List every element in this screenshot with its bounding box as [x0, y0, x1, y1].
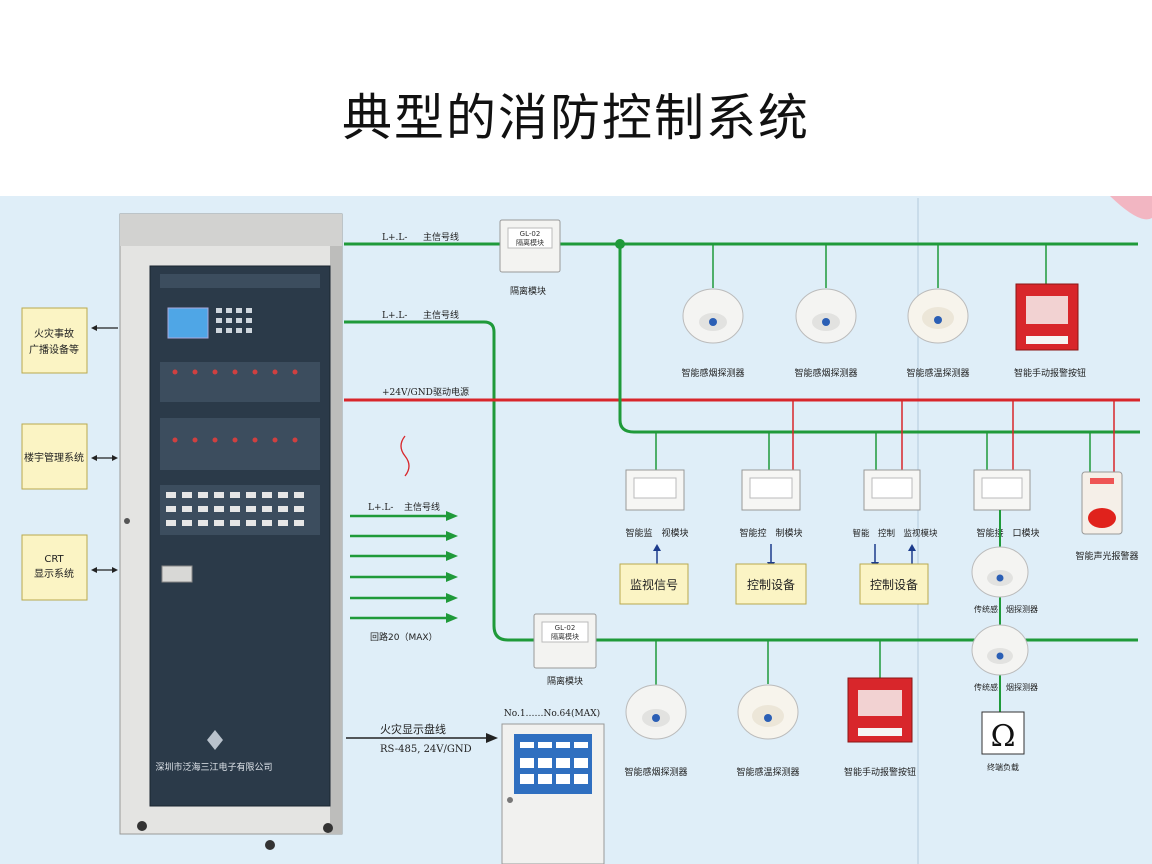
control-module-1: 智能控 制模块 [739, 470, 802, 569]
smoke-detector-bottom: 智能感烟探测器 [624, 685, 687, 778]
manual-alarm-button-top: 智能手动报警按钮 [1014, 284, 1086, 379]
svg-text:智能监 视模块: 智能监 视模块 [625, 527, 688, 539]
svg-text:隔离模块: 隔离模块 [516, 238, 544, 247]
svg-text:智能感温探测器: 智能感温探测器 [906, 367, 969, 379]
control-device-box-1: 控制设备 [736, 564, 806, 604]
svg-text:隔离模块: 隔离模块 [551, 632, 579, 641]
loop-count: 回路20（MAX） [370, 631, 438, 643]
loop-code: L+.L- [368, 503, 393, 513]
svg-text:智能接 口模块: 智能接 口模块 [976, 527, 1039, 539]
svg-text:传统感 烟探测器: 传统感 烟探测器 [974, 682, 1038, 692]
terminal-load: Ω 终端负载 [982, 712, 1024, 772]
main-signal-bus-1: L+.L- 主信号线 [344, 231, 1138, 244]
isolator-label-bottom: 隔离模块 [547, 675, 583, 687]
svg-text:驱动电源: 驱动电源 [433, 386, 469, 398]
omega-icon: Ω [991, 719, 1016, 754]
svg-text:传统感 烟探测器: 传统感 烟探测器 [974, 604, 1038, 614]
conventional-detector-1: 传统感 烟探测器 [972, 547, 1038, 614]
crt-system-box: CRT 显示系统 [22, 535, 87, 600]
interface-module: 智能接 口模块 [974, 470, 1040, 539]
svg-text:监视信号: 监视信号 [630, 577, 678, 592]
fire-display-panel: No.1……No.64(MAX) [502, 708, 604, 864]
control-monitor-module: 智能 控制 监视模块 [852, 470, 938, 570]
svg-text:L+.L-: L+.L- [382, 311, 407, 321]
display-panel-range: No.1……No.64(MAX) [504, 708, 600, 719]
cabinet-printer [162, 566, 192, 582]
svg-text:主信号线: 主信号线 [423, 231, 459, 243]
cabinet-lock [124, 518, 130, 524]
isolator-label-top: 隔离模块 [510, 285, 546, 297]
svg-text:智能感烟探测器: 智能感烟探测器 [681, 367, 744, 379]
control-cabinet: 深圳市泛海三江电子有限公司 [120, 214, 342, 850]
sounder-strobe: 智能声光报警器 [1075, 472, 1138, 562]
svg-text:控制设备: 控制设备 [870, 578, 918, 592]
cabinet-maker: 深圳市泛海三江电子有限公司 [155, 761, 272, 773]
svg-text:控制设备: 控制设备 [747, 578, 795, 592]
svg-text:智能感烟探测器: 智能感烟探测器 [794, 367, 857, 379]
svg-text:+24V/GND: +24V/GND [382, 388, 433, 398]
svg-text:火灾显示盘线: 火灾显示盘线 [380, 722, 446, 736]
crt-line1: CRT [44, 554, 64, 565]
broadcast-line1: 火灾事故 [34, 327, 74, 340]
loop-arrows [350, 511, 458, 623]
smoke-detector-top-1: 智能感烟探测器 [681, 289, 744, 379]
svg-text:GL-02: GL-02 [555, 624, 576, 632]
heat-detector-top: 智能感温探测器 [906, 289, 969, 379]
crt-line2: 显示系统 [34, 567, 74, 580]
broadcast-line2: 广播设备等 [29, 343, 79, 356]
svg-text:智能 控制 监视模块: 智能 控制 监视模块 [852, 528, 938, 539]
smoke-detector-top-2: 智能感烟探测器 [794, 289, 857, 379]
monitor-signal-box: 监视信号 [620, 564, 688, 604]
broadcast-system-box: 火灾事故 广播设备等 [22, 308, 87, 373]
cabinet-screen [168, 308, 208, 338]
svg-text:智能控 制模块: 智能控 制模块 [739, 527, 802, 539]
svg-text:智能感烟探测器: 智能感烟探测器 [624, 766, 687, 778]
svg-text:智能手动报警按钮: 智能手动报警按钮 [844, 766, 916, 778]
conventional-detector-2: 传统感 烟探测器 [972, 625, 1038, 692]
svg-text:RS-485, 24V/GND: RS-485, 24V/GND [380, 744, 472, 755]
power-bus: +24V/GND 驱动电源 [344, 386, 1140, 400]
svg-text:L+.L-: L+.L- [382, 233, 407, 243]
heat-detector-bottom: 智能感温探测器 [736, 685, 799, 778]
monitor-module: 智能监 视模块 [625, 470, 688, 570]
building-system-box: 楼宇管理系统 [22, 424, 87, 489]
svg-text:GL-02: GL-02 [520, 230, 541, 238]
manual-alarm-button-bottom: 智能手动报警按钮 [844, 678, 916, 778]
svg-text:智能手动报警按钮: 智能手动报警按钮 [1014, 367, 1086, 379]
loop-label: 主信号线 [404, 501, 440, 513]
building-label: 楼宇管理系统 [24, 451, 84, 464]
isolator-module-top: GL-02 隔离模块 隔离模块 [500, 220, 560, 297]
svg-text:智能感温探测器: 智能感温探测器 [736, 766, 799, 778]
display-line: 火灾显示盘线 RS-485, 24V/GND [346, 722, 498, 755]
svg-text:主信号线: 主信号线 [423, 309, 459, 321]
break-symbol [401, 436, 409, 476]
isolator-module-bottom: GL-02 隔离模块 隔离模块 [534, 614, 596, 687]
svg-text:智能声光报警器: 智能声光报警器 [1075, 550, 1138, 562]
corner-decoration [1110, 196, 1152, 219]
control-device-box-2: 控制设备 [860, 564, 928, 604]
svg-text:终端负载: 终端负载 [987, 762, 1019, 772]
